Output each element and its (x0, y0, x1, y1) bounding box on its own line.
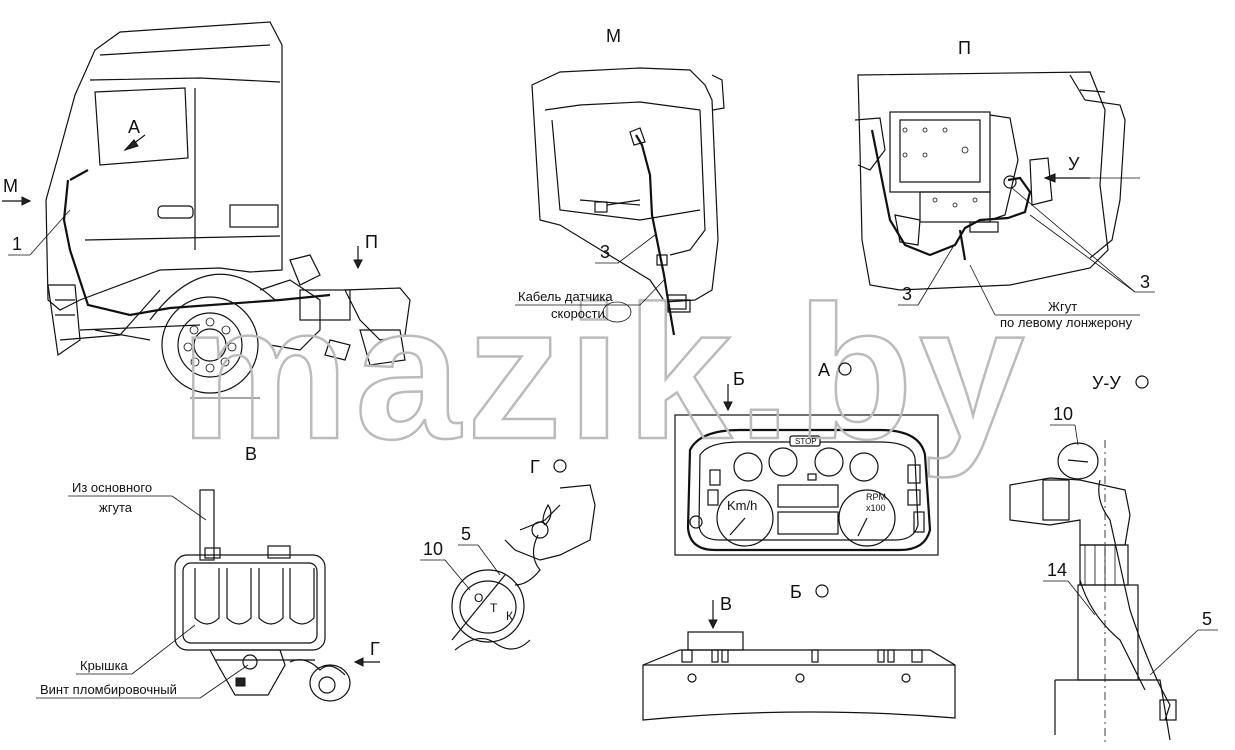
seal-letter-o: О (474, 591, 483, 605)
truck-cab-drawing (45, 21, 411, 399)
dash-rpm-scale: x100 (866, 503, 886, 513)
callout-3-m: 3 (595, 234, 656, 264)
seal-screw-label: Винт пломбировочный (40, 682, 177, 697)
arrow-g-label: Г (370, 639, 380, 659)
arrow-m-label: М (3, 176, 18, 196)
callout-5-g: 5 (458, 524, 501, 576)
callout-10-g-label: 10 (423, 539, 443, 559)
dash-stop-label: STOP (795, 437, 817, 446)
view-b-drawing (642, 631, 956, 721)
main-harness-line1: Из основного (72, 480, 152, 495)
view-title-g: Г (530, 457, 540, 477)
seal-letter-t: Т (490, 601, 498, 615)
callout-3-p-right: 3 (1011, 187, 1155, 293)
seal-letter-k: К (506, 609, 513, 623)
view-b-rotate-icon (815, 584, 829, 598)
label-cover: Крышка (76, 624, 196, 675)
view-title-b: Б (790, 582, 802, 602)
callout-1: 1 (8, 209, 71, 256)
view-title-uu: У-У (1092, 373, 1121, 393)
callout-14: 14 (1043, 560, 1096, 616)
arrow-u-label: У (1068, 154, 1080, 174)
arrow-a: А (123, 117, 146, 152)
view-g-drawing (451, 484, 596, 651)
arrow-b-label: Б (733, 369, 745, 389)
view-m-drawing (531, 67, 725, 336)
arrow-b: Б (723, 369, 745, 412)
arrow-u: У (1043, 154, 1090, 183)
callout-10-uu: 10 (1050, 404, 1079, 446)
arrow-v-label: В (720, 594, 732, 614)
callout-10-g: 10 (420, 539, 471, 591)
view-title-v: В (245, 444, 257, 464)
view-title-p: П (958, 38, 971, 58)
arrow-v: В (708, 594, 732, 630)
view-uu-drawing (1009, 440, 1177, 745)
callout-3-p-right-label: 3 (1140, 272, 1150, 292)
dash-speed-unit: Km/h (727, 498, 757, 513)
view-a-rotate-icon (838, 362, 852, 376)
harness-line1: Жгут (1048, 299, 1077, 314)
callout-3-p-left-label: 3 (902, 284, 912, 304)
arrow-g: Г (353, 639, 380, 667)
callout-3-m-label: 3 (600, 242, 610, 262)
speed-cable-line2: скорости (551, 306, 605, 321)
view-title-a: А (818, 360, 830, 380)
view-title-m: М (606, 26, 621, 46)
arrow-p: П (353, 232, 378, 270)
callout-1-label: 1 (12, 234, 22, 254)
view-uu-rotate-icon (1135, 375, 1149, 389)
arrow-m: М (2, 176, 32, 206)
callout-5-uu-label: 5 (1202, 609, 1212, 629)
view-v-drawing (174, 489, 351, 702)
harness-line2: по левому лонжерону (1000, 315, 1133, 330)
speed-cable-line1: Кабель датчика (518, 289, 613, 304)
dash-rpm-label: RPM (866, 492, 886, 502)
label-main-harness: Из основного жгута (68, 480, 207, 521)
label-speed-sensor-cable: Кабель датчика скорости (515, 279, 665, 323)
view-a-drawing (674, 414, 939, 556)
callout-5-g-label: 5 (461, 524, 471, 544)
cover-label: Крышка (80, 658, 129, 673)
arrow-p-label: П (365, 232, 378, 252)
view-g-rotate-icon (553, 459, 567, 473)
callout-5-uu: 5 (1149, 609, 1218, 676)
arrow-a-label: А (128, 117, 140, 137)
callout-14-label: 14 (1047, 560, 1067, 580)
callout-10-uu-label: 10 (1053, 404, 1073, 424)
label-seal-screw: Винт пломбировочный (36, 664, 249, 699)
callout-3-p-left: 3 (898, 231, 963, 306)
main-harness-line2: жгута (99, 500, 133, 515)
label-harness: Жгут по левому лонжерону (969, 264, 1140, 330)
view-p-drawing (854, 71, 1140, 291)
watermark: mazik.by (180, 267, 1031, 479)
